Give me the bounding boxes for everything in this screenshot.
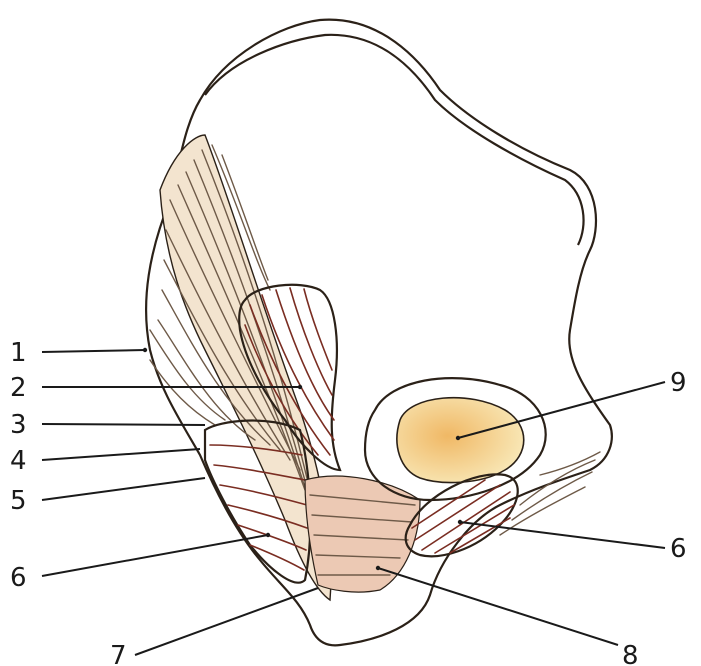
callout-9: 9: [670, 368, 687, 398]
leader-4: [42, 449, 200, 460]
lower-right-muscle-stripes: [412, 480, 514, 553]
leader-7: [135, 588, 318, 655]
callout-6-left: 6: [10, 563, 27, 593]
leader-1: [42, 350, 145, 352]
callout-6-right: 6: [670, 534, 687, 564]
leader-6b: [460, 522, 665, 548]
leader-3: [42, 424, 205, 425]
leader-5: [42, 478, 205, 500]
callout-1: 1: [10, 338, 27, 368]
callout-2: 2: [10, 373, 27, 403]
acetabulum-fossa: [397, 398, 524, 483]
callout-3: 3: [10, 410, 27, 440]
right-ligament-fibers: [500, 452, 600, 535]
callout-4: 4: [10, 446, 27, 476]
iliac-crest: [205, 35, 584, 245]
callout-8: 8: [622, 641, 639, 666]
callout-5: 5: [10, 486, 27, 516]
leader-8: [378, 568, 618, 645]
callout-7: 7: [110, 641, 127, 666]
leader-6a: [42, 535, 268, 576]
lower-right-muscle: [406, 474, 518, 556]
